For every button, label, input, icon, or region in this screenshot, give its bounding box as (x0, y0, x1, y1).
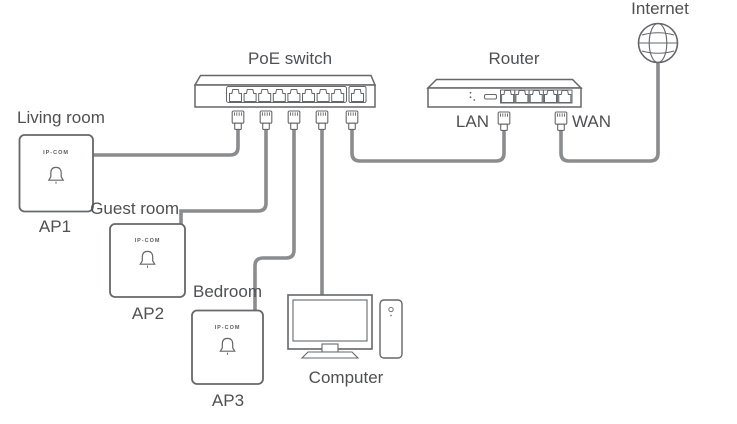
cable-router-wan-to-internet (559, 63, 660, 163)
cable-switch-to-router-lan (350, 128, 506, 163)
router-device (426, 78, 583, 131)
cables (93, 63, 660, 312)
ap1-brand-logo: IP-COM (43, 150, 69, 156)
poe-switch-label: PoE switch (247, 49, 333, 68)
ap1-device (18, 134, 94, 213)
poe-switch-device (193, 74, 377, 130)
rj45-plug-icon (345, 110, 359, 130)
ap3-brand-logo: IP-COM (214, 325, 241, 331)
router-led-indicators (469, 91, 476, 101)
lan-port-label: LAN (455, 112, 489, 131)
cable-ap1-to-switch (93, 128, 240, 157)
ap2-label: AP2 (131, 304, 165, 323)
cable-ap2-to-switch (179, 128, 268, 225)
ap2-device (109, 223, 186, 298)
monitor-stand-base (300, 351, 360, 359)
internet-globe-icon (637, 22, 679, 64)
living-room-label: Living room (17, 108, 105, 127)
switch-top-face (193, 74, 377, 86)
cable-ap3-to-switch (253, 128, 296, 312)
monitor-screen (292, 299, 368, 342)
internet-label: Internet (631, 0, 689, 18)
ap1-label: AP1 (38, 217, 72, 236)
rj45-plug-icon (315, 110, 329, 130)
router-top-face (426, 78, 583, 89)
computer-label: Computer (308, 368, 384, 387)
pc-tower (379, 299, 403, 359)
lan-plug-icon (497, 111, 511, 131)
wan-port-label: WAN (572, 112, 612, 131)
rj45-plug-icon (231, 110, 245, 130)
router-label: Router (488, 49, 540, 68)
monitor-stand-neck (321, 343, 339, 353)
ap3-label: AP3 (211, 391, 245, 410)
rj45-plug-icon (287, 110, 301, 130)
bedroom-label: Bedroom (193, 282, 262, 301)
ap2-brand-logo: IP-COM (134, 238, 161, 244)
switch-cable-plugs (231, 110, 359, 130)
pc-power-led (390, 314, 392, 317)
rj45-plug-icon (259, 110, 273, 130)
computer-device (287, 294, 403, 359)
guest-room-label: Guest room (90, 199, 179, 218)
router-slot (484, 94, 497, 100)
ap3-device (191, 309, 264, 385)
pc-power-button (388, 306, 394, 313)
router-ports (500, 89, 573, 104)
wan-plug-icon (554, 111, 568, 131)
